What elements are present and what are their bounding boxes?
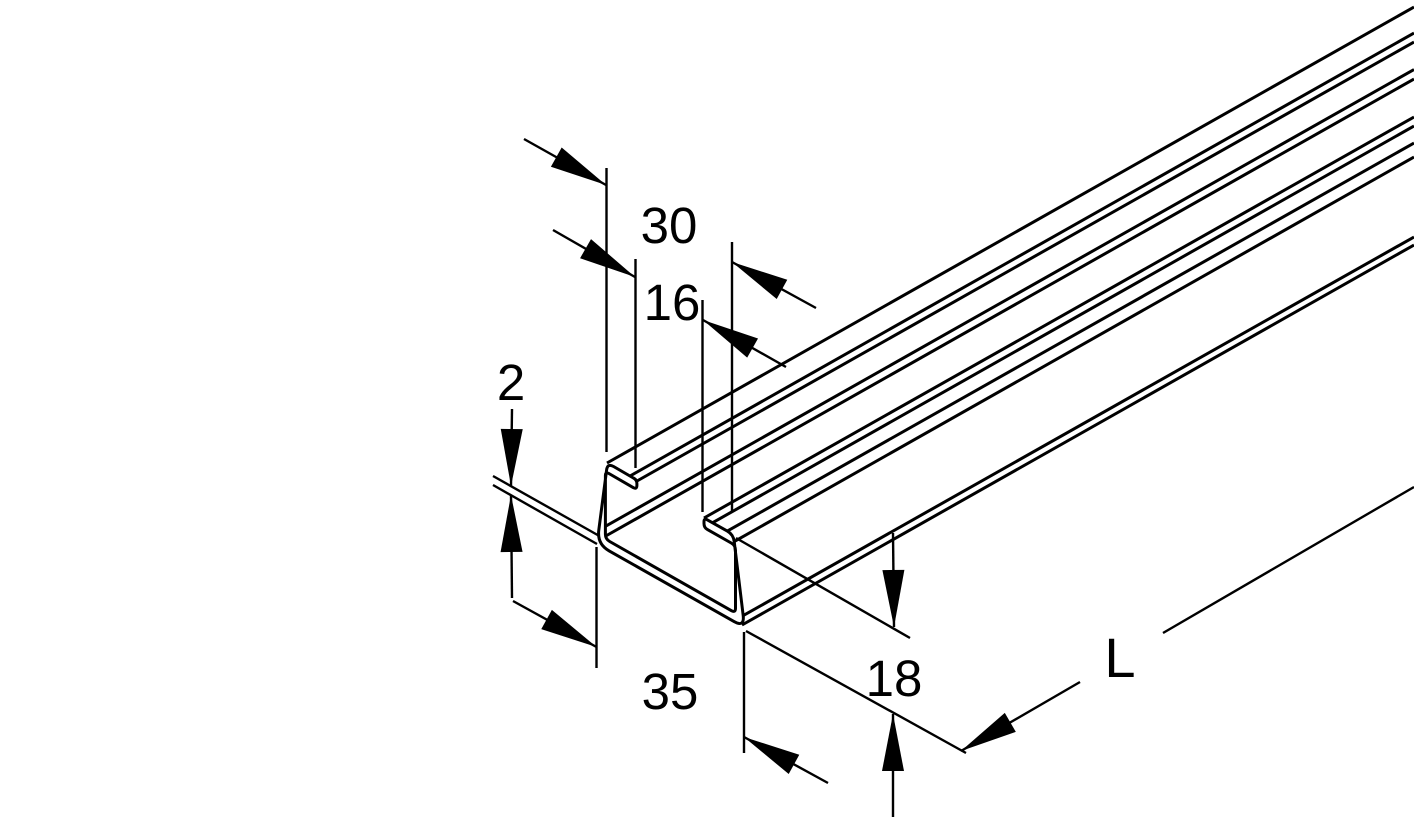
rail-edge-line (629, 31, 1414, 478)
profile-front-face (597, 463, 745, 626)
dim-base-width-label: 35 (642, 663, 699, 720)
arrow-30-left (550, 147, 606, 185)
dim-thickness-label: 2 (497, 354, 525, 411)
rail-edge-line (726, 141, 1414, 533)
arrow-2-top (500, 428, 523, 486)
arrow-2-bottom (500, 495, 523, 553)
dimension-labels: 30 16 2 35 18 L (497, 197, 1136, 720)
rail-edge-line (703, 124, 1414, 529)
arrow-35-left (541, 609, 597, 647)
rail-edge-line (703, 115, 1414, 520)
dimension-extension-lines (595, 168, 746, 753)
arrow-16-left (580, 239, 635, 277)
arrow-30-right (732, 262, 788, 300)
c-profile-cross-section (597, 463, 745, 626)
rail-edge-lines (598, 5, 1414, 627)
arrow-35-right (744, 737, 800, 775)
reference-line (735, 536, 911, 640)
dim-height-label: 18 (866, 650, 923, 707)
rail-edge-line (742, 235, 1414, 617)
arrow-18-top (882, 569, 905, 627)
rail-edge-line (741, 243, 1414, 627)
dim-length-label: L (1104, 626, 1135, 689)
reference-line (492, 483, 598, 546)
rail-edge-line (733, 155, 1414, 543)
rail-edge-line (636, 40, 1414, 483)
dim-slot-width-label: 16 (644, 274, 701, 331)
arrow-L (961, 712, 1016, 751)
rail-edge-line (603, 77, 1414, 539)
rail-edge-line (598, 68, 1414, 532)
rail-edge-line (606, 5, 1414, 465)
arrow-16-right (703, 320, 759, 358)
dimension-line (1162, 485, 1414, 635)
arrow-18-bottom (882, 714, 904, 771)
dimension-arrows (500, 137, 1414, 817)
reference-line (745, 629, 967, 755)
dim-top-width-label: 30 (641, 197, 698, 254)
